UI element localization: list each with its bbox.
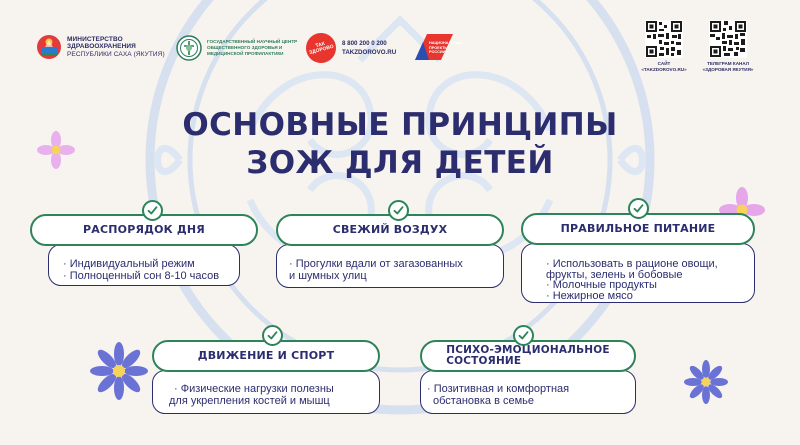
page-title: ОСНОВНЫЕ ПРИНЦИПЫ ЗОЖ ДЛЯ ДЕТЕЙ — [150, 106, 650, 182]
pink-flower-icon — [37, 131, 75, 169]
qr-caption-telegram: ТЕЛЕГРАМ КАНАЛ «ЗДОРОВАЯ ЯКУТИЯ» — [696, 61, 760, 73]
sakha-emblem-icon — [37, 35, 61, 59]
card-heading-line-2: СОСТОЯНИЕ — [446, 355, 522, 367]
list-item: Нежирное мясо — [546, 290, 754, 302]
ministry-line-3: РЕСПУБЛИКИ САХА (ЯКУТИЯ) — [67, 50, 165, 58]
list-item: Полноценный сон 8-10 часов — [63, 270, 239, 283]
list-item: Прогулки вдали от загазованных — [289, 258, 503, 271]
qr-code-telegram[interactable] — [709, 20, 747, 58]
blue-flower-icon — [90, 342, 148, 400]
card-body: Использовать в рационе овощи, фрукты, зе… — [521, 243, 755, 303]
check-icon — [142, 200, 163, 221]
blue-flower-icon — [684, 360, 728, 404]
ministry-logo: МИНИСТЕРСТВО ЗДРАВООХРАНЕНИЯ РЕСПУБЛИКИ … — [36, 34, 165, 60]
list-item: Индивидуальный режим — [63, 258, 239, 271]
takzdorovo-site: TAKZDOROVO.RU — [342, 49, 397, 56]
list-item: Позитивная и комфортная — [427, 383, 635, 396]
qr-caption-site-line-2: «TAKZDOROVO.RU» — [641, 67, 687, 72]
ministry-line-1: МИНИСТЕРСТВО — [67, 35, 123, 43]
list-item: Физические нагрузки полезны — [174, 383, 379, 396]
qr-code-site[interactable] — [645, 20, 683, 58]
card-body: Прогулки вдали от загазованных и шумных … — [276, 244, 504, 288]
health-center-logo: ГОСУДАРСТВЕННЫЙ НАУЧНЫЙ ЦЕНТР ОБЩЕСТВЕНН… — [176, 35, 311, 61]
ministry-line-2: ЗДРАВООХРАНЕНИЯ — [67, 43, 136, 51]
card-heading: РАСПОРЯДОК ДНЯ — [30, 214, 258, 246]
list-item: Молочные продукты — [546, 280, 754, 291]
qr-caption-telegram-line-2: «ЗДОРОВАЯ ЯКУТИЯ» — [702, 67, 754, 72]
list-item: и шумных улиц — [289, 269, 367, 282]
takzdorovo-badge: ТАК ЗДОРОВО — [302, 29, 340, 67]
qr-caption-site: САЙТ «TAKZDOROVO.RU» — [634, 61, 694, 73]
list-item: Использовать в рационе овощи, — [546, 259, 754, 270]
health-center-name: ГОСУДАРСТВЕННЫЙ НАУЧНЫЙ ЦЕНТР ОБЩЕСТВЕНН… — [207, 39, 298, 56]
national-projects-label: НАЦИОНАЛЬНЫЕ ПРОЕКТЫ РОССИИ — [429, 41, 463, 55]
card-body: Индивидуальный режим Полноценный сон 8-1… — [48, 244, 240, 286]
card-body: Позитивная и комфортная обстановка в сем… — [420, 370, 636, 414]
page-title-line-2: ЗОЖ ДЛЯ ДЕТЕЙ — [246, 145, 554, 181]
check-icon — [262, 325, 283, 346]
page-title-line-1: ОСНОВНЫЕ ПРИНЦИПЫ — [182, 107, 618, 143]
check-icon — [388, 200, 409, 221]
check-icon — [628, 198, 649, 219]
qr-caption-telegram-line-1: ТЕЛЕГРАМ КАНАЛ — [707, 61, 749, 66]
national-projects-logo: НАЦИОНАЛЬНЫЕ ПРОЕКТЫ РОССИИ — [413, 30, 463, 64]
takzdorovo-phone: 8 800 200 0 200 — [342, 40, 387, 47]
card-heading: СВЕЖИЙ ВОЗДУХ — [276, 214, 504, 246]
check-icon — [513, 325, 534, 346]
takzdorovo-logo: ТАК ЗДОРОВО 8 800 200 0 200 TAKZDOROVO.R… — [302, 29, 397, 67]
qr-caption-site-line-1: САЙТ — [657, 61, 671, 66]
list-item: для укрепления костей и мышц — [169, 394, 330, 407]
card-heading: ДВИЖЕНИЕ И СПОРТ — [152, 340, 380, 372]
card-body: Физические нагрузки полезны для укреплен… — [152, 370, 380, 414]
health-center-seal-icon — [176, 35, 202, 61]
list-item: обстановка в семье — [433, 394, 535, 407]
national-projects-icon — [415, 34, 453, 60]
